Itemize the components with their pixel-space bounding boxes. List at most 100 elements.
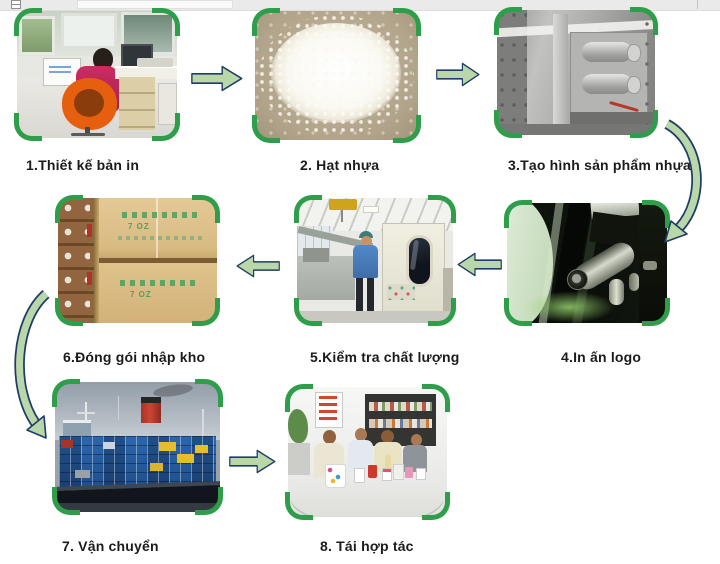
photo-carton-packing-warehouse: 7 OZ 7 OZ bbox=[58, 198, 217, 323]
mold-cylinder bbox=[582, 42, 632, 62]
ceiling-lamp bbox=[363, 206, 379, 213]
bolt-row bbox=[643, 20, 653, 125]
gray-container bbox=[75, 470, 90, 478]
box-gap bbox=[99, 258, 217, 263]
machine-base bbox=[570, 112, 655, 126]
machines bbox=[303, 248, 329, 262]
red-funnel bbox=[141, 397, 161, 423]
arrow-step1-to-step2 bbox=[191, 65, 243, 92]
person-head bbox=[355, 428, 367, 441]
yellow-container bbox=[150, 463, 163, 471]
screen-sketch bbox=[49, 63, 71, 73]
paper-cup bbox=[382, 468, 392, 481]
chair-post bbox=[85, 127, 90, 135]
yellow-container bbox=[177, 454, 194, 463]
step6-photo-frame: 7 OZ 7 OZ bbox=[55, 195, 220, 326]
machines bbox=[297, 256, 355, 300]
red-tag bbox=[87, 272, 92, 285]
table-handle-icon bbox=[11, 0, 21, 9]
step1-photo-frame bbox=[14, 8, 180, 141]
container-grid bbox=[59, 436, 216, 490]
hoist-chain bbox=[341, 210, 343, 222]
worker-head bbox=[93, 48, 113, 70]
water bbox=[55, 503, 220, 512]
desk bbox=[115, 66, 177, 79]
paper-cup bbox=[416, 468, 426, 480]
cylinder-cap bbox=[627, 76, 641, 94]
control-panel bbox=[387, 284, 415, 300]
paper-cup bbox=[368, 465, 377, 478]
arrow-step7-to-step8 bbox=[229, 449, 276, 474]
arrow-step6-to-step7 bbox=[14, 290, 50, 439]
step1-caption: 1.Thiết kế bản in bbox=[26, 157, 140, 173]
window bbox=[61, 13, 117, 49]
chair-legs bbox=[71, 133, 105, 136]
arrow-step3-to-step4 bbox=[664, 119, 702, 243]
side-box bbox=[443, 268, 453, 311]
arrow-step2-to-step3 bbox=[436, 62, 480, 87]
printed-row bbox=[120, 280, 198, 286]
metal-bit bbox=[643, 261, 657, 270]
worker-leg bbox=[367, 278, 374, 311]
machine-bar bbox=[553, 14, 568, 131]
photo-plastic-molding-machine bbox=[497, 10, 655, 135]
arrow-step4-to-step5 bbox=[457, 252, 502, 277]
stack-shadow bbox=[94, 198, 99, 323]
step2-caption: 2. Hạt nhựa bbox=[300, 157, 380, 173]
step5-caption: 5.Kiểm tra chất lượng bbox=[310, 349, 460, 365]
bottle bbox=[385, 455, 391, 468]
paper-cup bbox=[405, 467, 413, 478]
step4-photo-frame bbox=[504, 200, 670, 326]
chair-hole bbox=[74, 89, 104, 117]
cabinet bbox=[288, 443, 310, 475]
worker-leg bbox=[356, 278, 363, 311]
carton-print-text: 7 OZ bbox=[128, 222, 150, 231]
drawer-unit bbox=[119, 77, 155, 130]
small-cylinder bbox=[629, 273, 639, 291]
worker-cap bbox=[359, 231, 373, 238]
carton-print-text: 7 OZ bbox=[130, 290, 152, 299]
red-tag bbox=[87, 224, 92, 237]
worker-blue-shirt bbox=[353, 245, 378, 278]
step5-photo-frame bbox=[294, 195, 456, 326]
paper-cup bbox=[393, 464, 404, 480]
bridge bbox=[63, 420, 91, 441]
person-head bbox=[323, 430, 336, 444]
person-head bbox=[381, 430, 394, 443]
mast-cross bbox=[77, 412, 95, 414]
worker-head bbox=[361, 236, 372, 246]
pellet-speckles bbox=[255, 11, 418, 140]
pc-tower bbox=[158, 83, 177, 125]
person-head bbox=[411, 434, 422, 446]
mold-cylinder bbox=[582, 74, 632, 94]
cylinder-cap bbox=[627, 44, 641, 62]
photo-quality-inspection-workshop bbox=[297, 198, 453, 323]
photo-partner-meeting bbox=[288, 387, 447, 517]
crane-hoist bbox=[329, 199, 357, 210]
yellow-container bbox=[159, 442, 176, 451]
white-container bbox=[103, 442, 115, 449]
plant bbox=[288, 409, 308, 443]
shelf-products bbox=[369, 419, 432, 428]
step2-photo-frame bbox=[252, 8, 421, 143]
polka-dot-bucket bbox=[325, 464, 346, 488]
mast bbox=[202, 409, 204, 439]
yellow-container bbox=[195, 445, 208, 453]
step3-photo-frame bbox=[494, 7, 658, 138]
step7-photo-frame bbox=[52, 379, 223, 515]
floor bbox=[297, 311, 453, 323]
step3-caption: 3.Tạo hình sản phẩm nhựa bbox=[508, 157, 691, 173]
top-strip-highlight bbox=[77, 0, 233, 9]
paper-cup bbox=[354, 468, 365, 483]
step6-caption: 6.Đóng gói nhập kho bbox=[63, 349, 206, 365]
machine-window bbox=[406, 235, 433, 287]
step4-caption: 4.In ấn logo bbox=[561, 349, 642, 365]
pellet-speckles bbox=[259, 15, 414, 135]
arrow-step5-to-step6 bbox=[236, 254, 280, 278]
photo-office-print-design bbox=[17, 11, 177, 138]
machine-bottom bbox=[497, 124, 655, 135]
mast bbox=[118, 396, 119, 420]
green-glow bbox=[523, 291, 615, 323]
carton-box bbox=[99, 198, 217, 258]
